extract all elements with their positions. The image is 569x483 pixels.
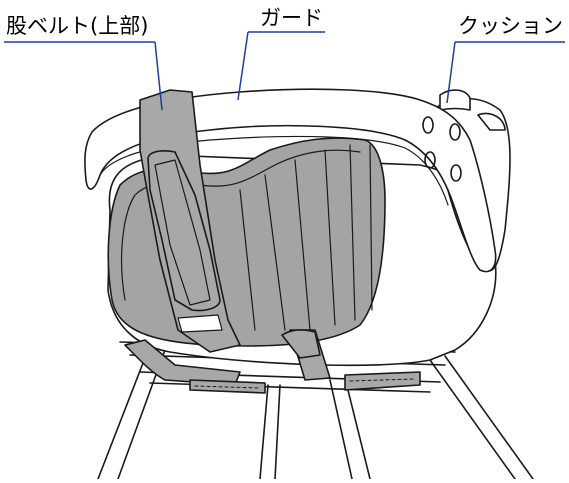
belt-pad <box>147 150 221 312</box>
crotch-belt-label: 股ベルト(上部) <box>6 14 149 38</box>
leader-guard <box>237 31 249 101</box>
leader-lines <box>4 31 565 111</box>
cushion-label: クッション <box>458 14 563 38</box>
leader-crotch <box>154 41 163 111</box>
guard-screws <box>422 116 462 182</box>
guard <box>84 88 497 273</box>
leader-cushion <box>446 41 456 104</box>
fabric-pleats <box>239 144 373 331</box>
guard-label: ガード <box>260 6 323 30</box>
